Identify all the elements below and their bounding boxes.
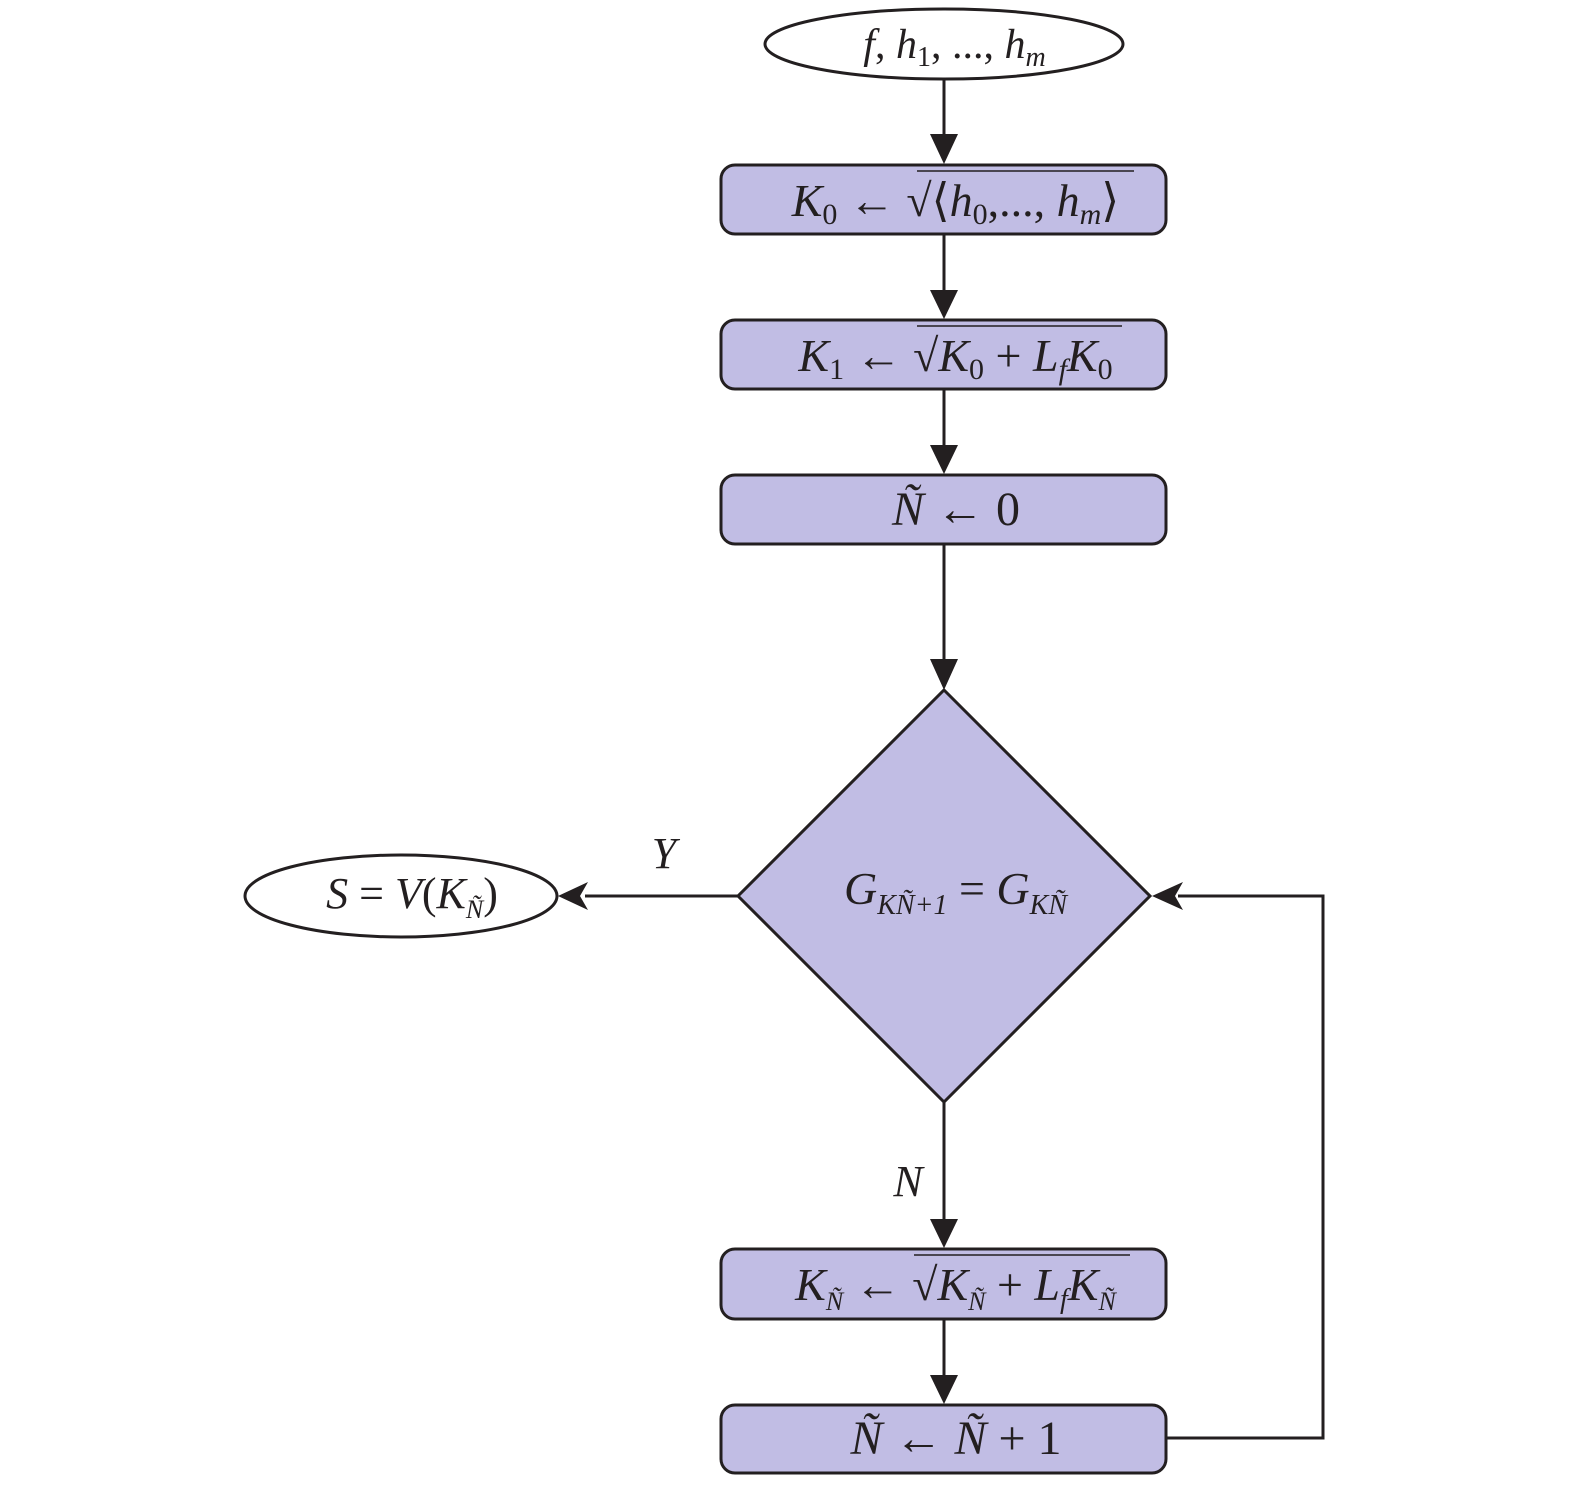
node-inc: Ñ ← Ñ + 1 <box>719 1403 1168 1475</box>
arrowhead-down-icon <box>930 659 958 690</box>
n0-label: Ñ ← 0 <box>808 483 1080 536</box>
arrowhead-down-icon <box>930 445 958 474</box>
arrowhead-left-icon <box>1152 882 1183 910</box>
node-kn: KÑ ← √KÑ + LfKÑ <box>715 1247 1174 1321</box>
arrowhead-down-icon <box>930 1219 958 1248</box>
edge-label-yes: Y <box>652 829 681 878</box>
input-label: f, h1, ..., hm <box>790 22 1098 76</box>
edge-label-no: N <box>892 1157 925 1206</box>
inc-label: Ñ ← Ñ + 1 <box>766 1412 1121 1465</box>
kn-label: KÑ ← √KÑ + LfKÑ <box>715 1259 1174 1320</box>
kn-box <box>719 1247 1168 1321</box>
node-output: S = V(KÑ) <box>243 853 559 939</box>
decision-diamond <box>735 687 1153 1105</box>
inc-box <box>719 1403 1168 1475</box>
node-n0: Ñ ← 0 <box>719 473 1168 546</box>
n0-box <box>719 473 1168 546</box>
arrowhead-down-icon <box>930 134 958 164</box>
input-ellipse <box>763 7 1125 81</box>
output-ellipse <box>243 853 559 939</box>
arrowhead-down-icon <box>930 1375 958 1404</box>
node-k1: K1 ← √K0 + LfK0 <box>718 318 1170 391</box>
k1-box <box>719 318 1168 391</box>
k0-label: K0 ← √⟨h0,..., hm⟩ <box>711 175 1177 231</box>
arrowhead-left-icon <box>558 882 588 910</box>
k1-label: K1 ← √K0 + LfK0 <box>718 330 1170 389</box>
decision-label: GKÑ+1 = GKÑ <box>763 863 1124 924</box>
edge-inc-to-decision <box>1166 894 1325 1440</box>
node-decision: GKÑ+1 = GKÑ <box>735 687 1153 1105</box>
k0-box <box>719 163 1168 236</box>
edges <box>585 78 1325 1440</box>
node-k0: K0 ← √⟨h0,..., hm⟩ <box>711 163 1177 236</box>
arrowheads <box>558 134 1183 1404</box>
output-label: S = V(KÑ) <box>249 869 553 924</box>
arrowhead-down-icon <box>930 290 958 319</box>
node-input: f, h1, ..., hm <box>763 7 1125 81</box>
